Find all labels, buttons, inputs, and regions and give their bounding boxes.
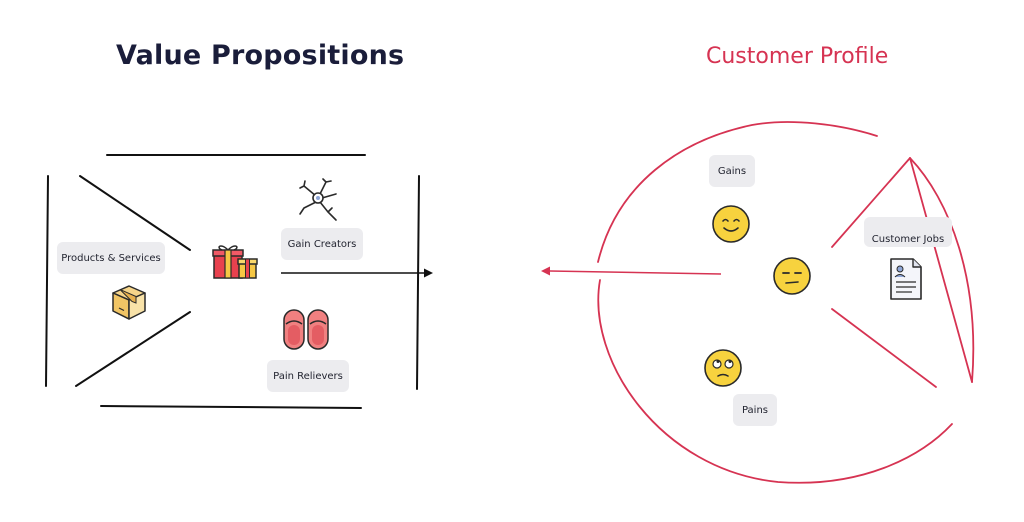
neutral-face-icon [773, 257, 811, 295]
jobs-divider-upper [831, 157, 911, 248]
fit-arrow-right [281, 268, 433, 278]
customer-profile-circle [597, 121, 975, 484]
pains-label: Pains [733, 394, 777, 426]
gain-creators-label: Gain Creators [281, 228, 363, 260]
gift-icon [212, 245, 258, 279]
gains-label: Gains [709, 155, 755, 187]
circle-right-arc [909, 157, 975, 383]
products-services-label: Products & Services [57, 242, 165, 274]
square-diagonal-lower [75, 311, 191, 387]
jobs-divider-middle [909, 157, 973, 383]
square-diagonal-upper [79, 175, 191, 251]
square-left-edge [45, 175, 49, 387]
box-icon [112, 285, 146, 320]
value-map-square [45, 154, 420, 409]
document-icon [890, 258, 922, 300]
value-propositions-title: Value Propositions [116, 40, 405, 71]
fit-arrow-left [541, 266, 722, 276]
customer-profile-title: Customer Profile [706, 44, 889, 69]
eye-roll-face-icon [704, 349, 742, 387]
circle-outline [597, 121, 953, 484]
neuron-icon [299, 178, 337, 221]
square-right-edge [416, 175, 420, 390]
smiling-face-icon [712, 205, 750, 243]
square-bottom-edge [100, 405, 362, 409]
slippers-icon [283, 309, 329, 350]
jobs-divider-lower [831, 308, 937, 388]
pain-relievers-label: Pain Relievers [267, 360, 349, 392]
customer-jobs-label: Customer Jobs [864, 217, 952, 247]
